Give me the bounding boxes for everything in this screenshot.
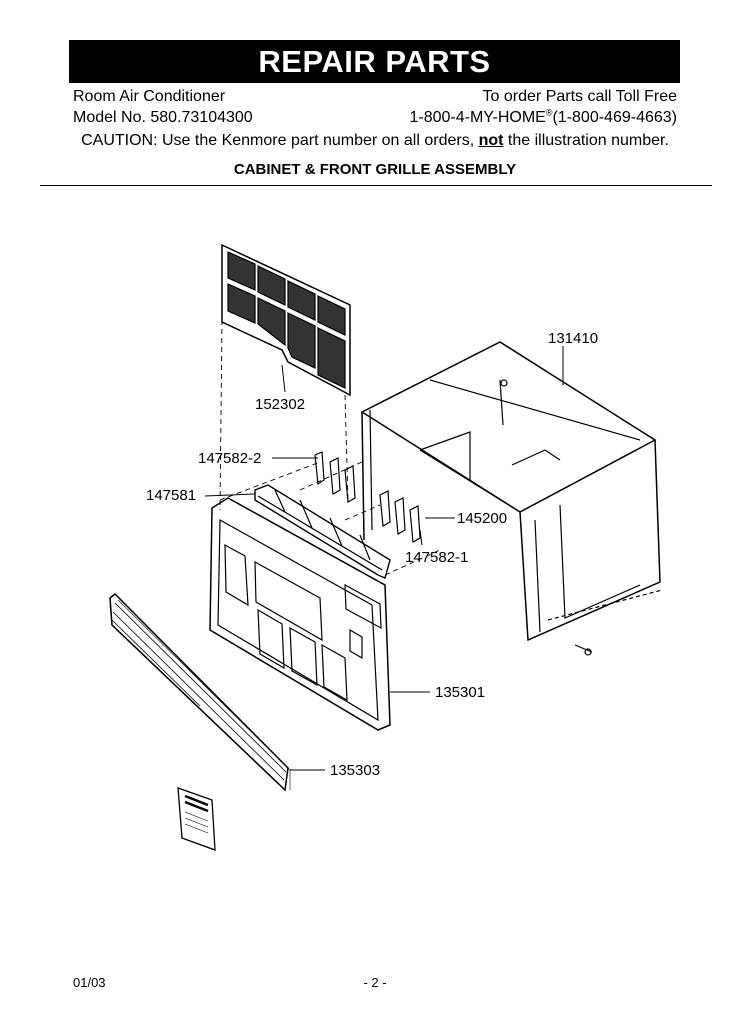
page-number: - 2 - [363, 975, 387, 990]
caution-after: the illustration number. [503, 132, 669, 149]
caution-emphasis: not [478, 132, 504, 149]
air-filter-drawing [221, 243, 351, 397]
louver-drawing [254, 484, 391, 579]
instruction-label-card [177, 787, 216, 851]
footer-date: 01/03 [73, 975, 106, 990]
front-panel-louvers [109, 604, 286, 791]
cabinet-drawing [360, 341, 663, 656]
caution-before: CAUTION: Use the Kenmore part number on … [81, 132, 479, 149]
page-title-banner: REPAIR PARTS [69, 40, 680, 83]
leader-lines [204, 346, 564, 771]
phone-prefix: 1-800-4-MY-HOME [409, 109, 546, 126]
product-name: Room Air Conditioner [73, 88, 226, 105]
registered-mark: ® [545, 107, 553, 118]
order-instructions: To order Parts call Toll Free [482, 88, 677, 105]
phone-suffix: (1-800-469-4663) [552, 109, 677, 126]
caution-note: CAUTION: Use the Kenmore part number on … [0, 132, 750, 150]
header-divider [40, 185, 712, 186]
front-grille-drawing [209, 497, 391, 731]
part-label-louver: 147581 [146, 487, 196, 504]
part-label-bracket-left: 147582-2 [198, 450, 261, 467]
part-label-filter: 152302 [255, 396, 305, 413]
model-number: Model No. 580.73104300 [73, 109, 253, 126]
part-label-bracket-part: 145200 [457, 510, 507, 527]
section-title: CABINET & FRONT GRILLE ASSEMBLY [233, 161, 517, 178]
part-label-bracket-right: 147582-1 [405, 549, 468, 566]
part-label-cabinet: 131410 [548, 330, 598, 347]
front-panel-drawing [109, 592, 291, 792]
part-label-front-grille: 135301 [435, 684, 485, 701]
part-label-front-panel: 135303 [330, 762, 380, 779]
phone-number: 1-800-4-MY-HOME®(1-800-469-4663) [409, 107, 677, 127]
mounting-brackets-drawing [314, 451, 421, 543]
